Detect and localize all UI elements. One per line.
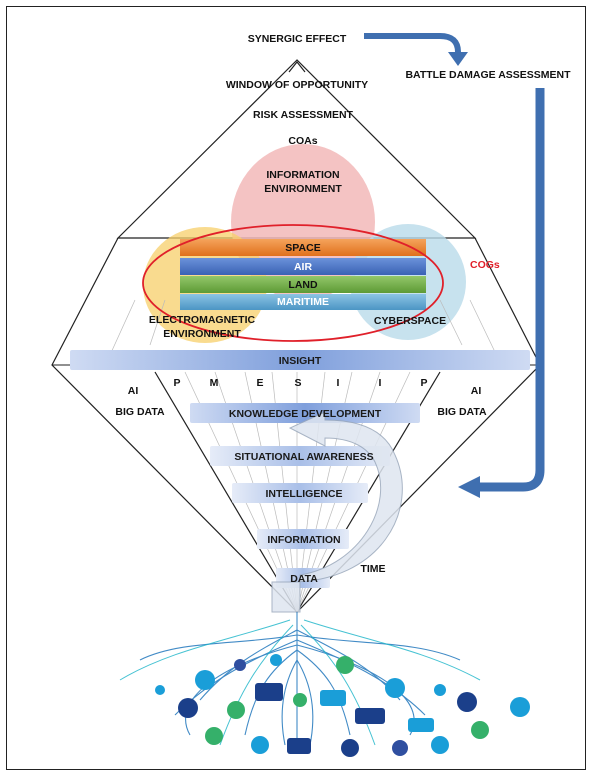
right-ai-label: AI: [471, 385, 482, 397]
insight-bar: [70, 350, 530, 370]
pmesiip-letter: P: [173, 377, 180, 389]
gear-icon: [341, 739, 359, 757]
space-label: SPACE: [285, 242, 320, 254]
camera-icon: [471, 721, 489, 739]
left-big-data-label: BIG DATA: [115, 406, 165, 418]
node-icon: [293, 693, 307, 707]
figure-border: [6, 6, 586, 770]
pmesiip-letter: I: [337, 377, 340, 389]
electromagnetic-label-2: ENVIRONMENT: [163, 328, 241, 340]
cogs-label: COGs: [470, 259, 500, 271]
chat-icon: [457, 692, 477, 712]
synergic-arrow-head: [448, 52, 468, 66]
pmesiip-letter: S: [294, 377, 301, 389]
land-label: LAND: [288, 279, 318, 291]
maritime-label: MARITIME: [277, 296, 329, 308]
insight-label: INSIGHT: [279, 355, 322, 367]
battle-damage-assessment-label: BATTLE DAMAGE ASSESSMENT: [405, 69, 571, 81]
land-band: [180, 276, 426, 293]
pmesiip-row: P M E S I I P: [173, 377, 427, 389]
intelligence-bar: [232, 483, 368, 503]
air-label: AIR: [294, 261, 313, 273]
electromagnetic-label-1: ELECTROMAGNETIC: [149, 314, 256, 326]
document-icon: [178, 698, 198, 718]
cyberspace-label: CYBERSPACE: [374, 315, 446, 327]
cloud-icon: [385, 678, 405, 698]
synergic-effect-label: SYNERGIC EFFECT: [248, 33, 347, 45]
pmesiip-letter: M: [210, 377, 219, 389]
data-label: DATA: [290, 573, 318, 585]
information-environment-label-1: INFORMATION: [266, 169, 339, 181]
feedback-arrow-shaft: [478, 88, 545, 492]
grid-icon: [251, 736, 269, 754]
chart-icon: [336, 656, 354, 674]
node-icon: [270, 654, 282, 666]
monitor-icon: [408, 718, 434, 732]
database-icon: [431, 736, 449, 754]
screen-icon: [255, 683, 283, 701]
situational-awareness-bar: [210, 446, 390, 466]
satellite-icon: [510, 697, 530, 717]
left-ai-label: AI: [128, 385, 139, 397]
email-icon: [227, 701, 245, 719]
data-sources-network: [119, 612, 530, 757]
pmesiip-letter: E: [256, 377, 263, 389]
air-band: [180, 258, 426, 275]
tablet-icon: [320, 690, 346, 706]
information-bar: [257, 529, 349, 549]
pmesiip-letter: P: [420, 377, 427, 389]
time-label: TIME: [360, 563, 385, 575]
risk-assessment-label: RISK ASSESSMENT: [253, 109, 354, 121]
apex-caret: [288, 61, 306, 73]
feedback-arrow-head: [458, 476, 480, 498]
tv-icon: [392, 740, 408, 756]
time-arrow: [271, 411, 403, 613]
synergic-arrow-shaft: [364, 33, 461, 55]
intelligence-label: INTELLIGENCE: [265, 488, 342, 500]
plane-icon: [195, 670, 215, 690]
cogs-ring: [142, 224, 444, 342]
user-icon: [205, 727, 223, 745]
information-environment-label-2: ENVIRONMENT: [264, 183, 342, 195]
phone-icon: [287, 738, 311, 754]
node-icon: [234, 659, 246, 671]
situational-awareness-label: SITUATIONAL AWARENESS: [234, 451, 373, 463]
window-of-opportunity-label: WINDOW OF OPPORTUNITY: [226, 79, 368, 91]
node-icon: [155, 685, 165, 695]
information-label: INFORMATION: [267, 534, 340, 546]
space-band: [180, 239, 426, 256]
laptop-icon: [355, 708, 385, 724]
coas-label: COAs: [288, 135, 317, 147]
node-icon: [434, 684, 446, 696]
maritime-band: [180, 294, 426, 310]
right-big-data-label: BIG DATA: [437, 406, 487, 418]
knowledge-development-label: KNOWLEDGE DEVELOPMENT: [229, 408, 382, 420]
knowledge-development-bar: [190, 403, 420, 423]
pmesiip-letter: I: [379, 377, 382, 389]
